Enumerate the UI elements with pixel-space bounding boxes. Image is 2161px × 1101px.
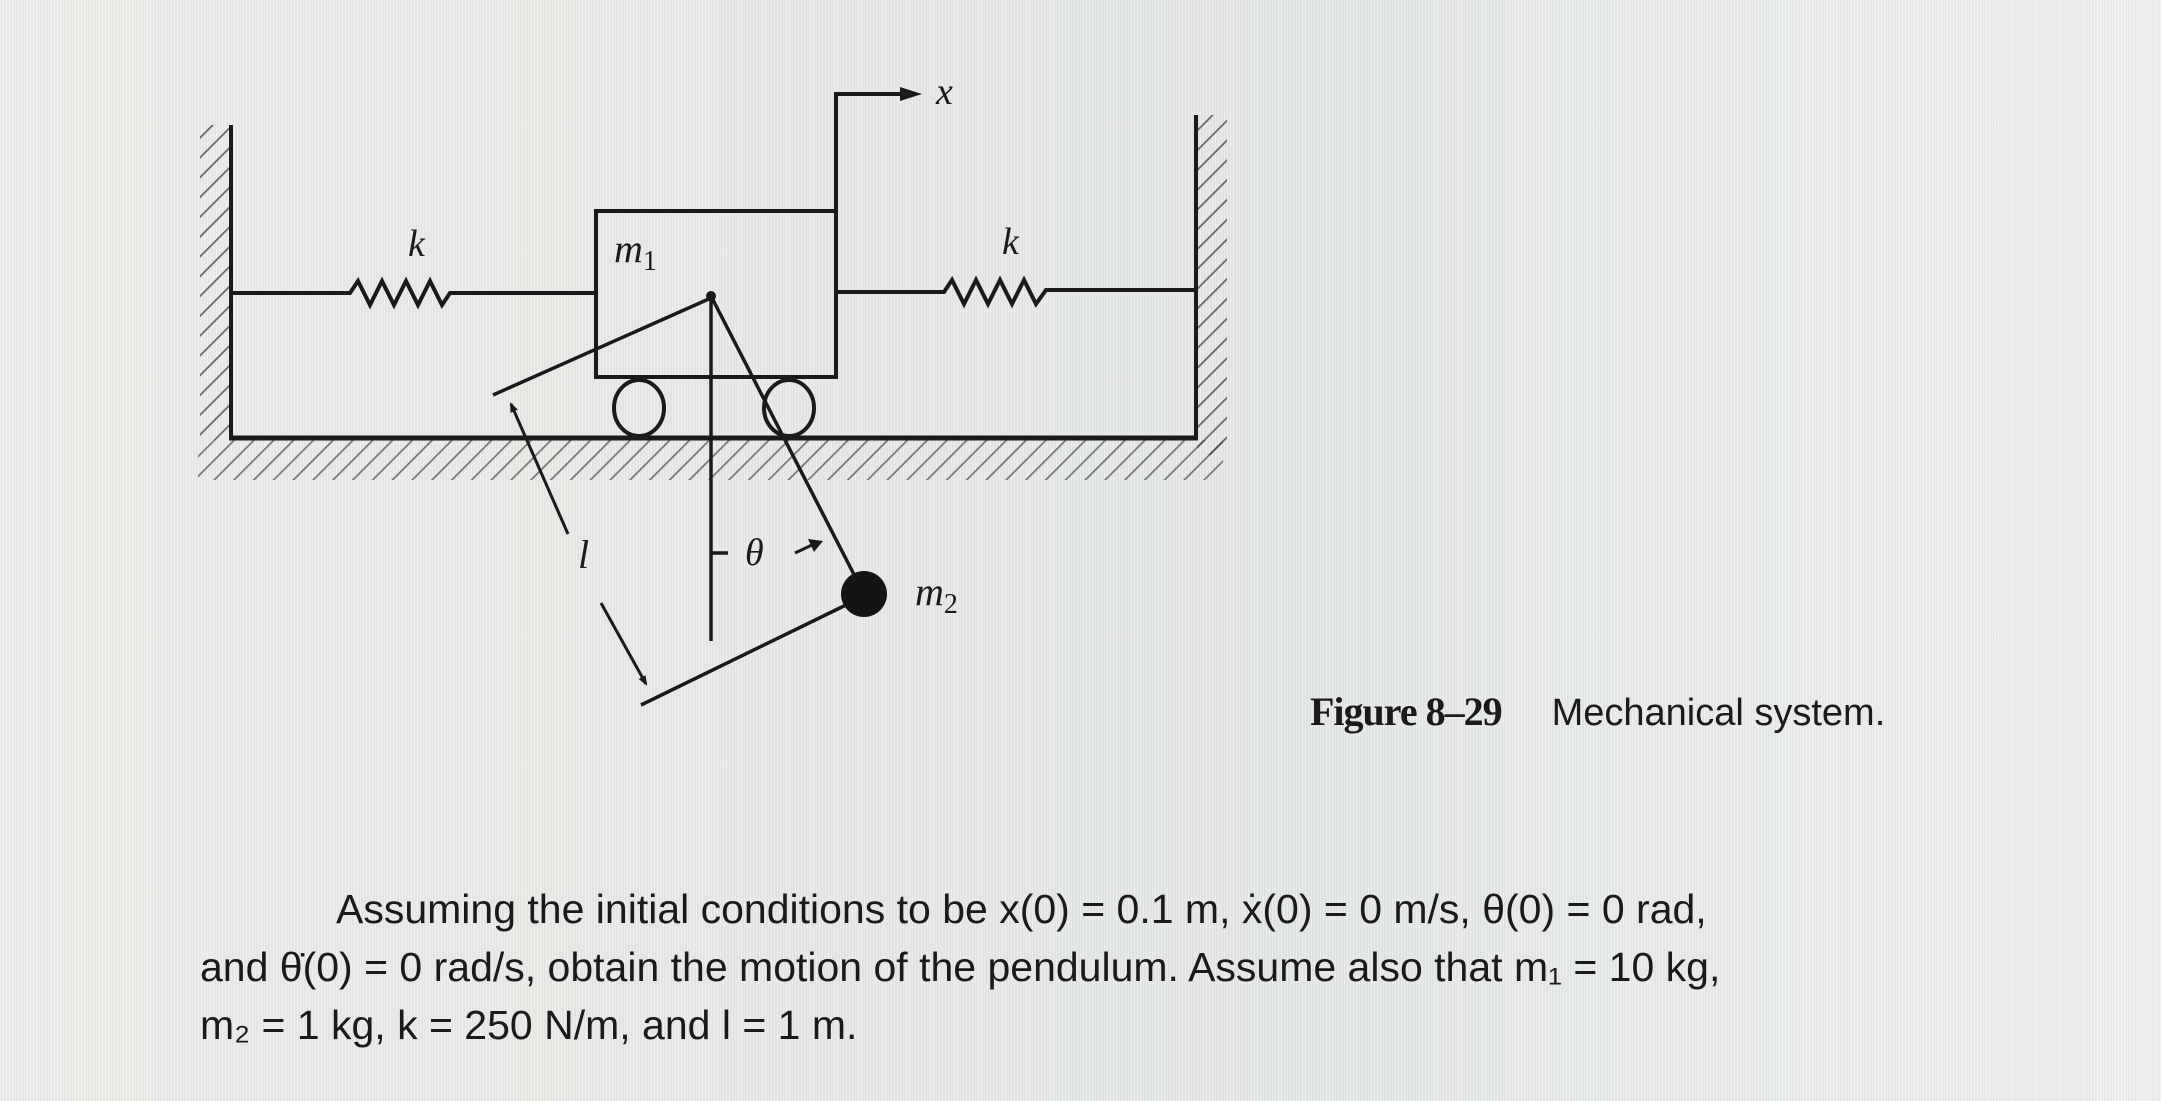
problem-line-1: Assuming the initial conditions to be x(… (336, 886, 1707, 932)
figure-number: Figure 8–29 (1310, 689, 1503, 734)
cart-m1 (594, 209, 838, 379)
angle-arrow (794, 539, 823, 555)
label-spring-left: k (408, 223, 426, 265)
cart-wheels (612, 378, 816, 438)
problem-line-2: and θ̇(0) = 0 rad/s, obtain the motion o… (200, 944, 1721, 990)
displacement-arrow (834, 87, 922, 211)
length-dimension (492, 296, 849, 707)
left-spring (231, 276, 596, 310)
pendulum-bob (841, 571, 887, 617)
wheel-right (762, 378, 816, 438)
wheel-left (612, 378, 666, 438)
problem-statement: Assuming the initial conditions to be x(… (200, 880, 2100, 1054)
label-cart-mass: m1 (614, 226, 657, 277)
right-spring (836, 275, 1196, 309)
figure-caption: Figure 8–29 Mechanical system. (1310, 688, 1885, 735)
figure-title: Mechanical system. (1551, 692, 1886, 734)
label-pendulum-length: l (578, 532, 589, 577)
label-spring-right: k (1002, 221, 1020, 263)
pendulum-rod (709, 295, 866, 595)
label-bob-mass: m2 (915, 569, 958, 620)
problem-line-3: m₂ = 1 kg, k = 250 N/m, and l = 1 m. (200, 1002, 858, 1048)
label-pendulum-angle: θ (745, 532, 764, 574)
label-displacement: x (935, 71, 953, 113)
left-wall (200, 125, 233, 440)
right-wall (1194, 115, 1227, 455)
